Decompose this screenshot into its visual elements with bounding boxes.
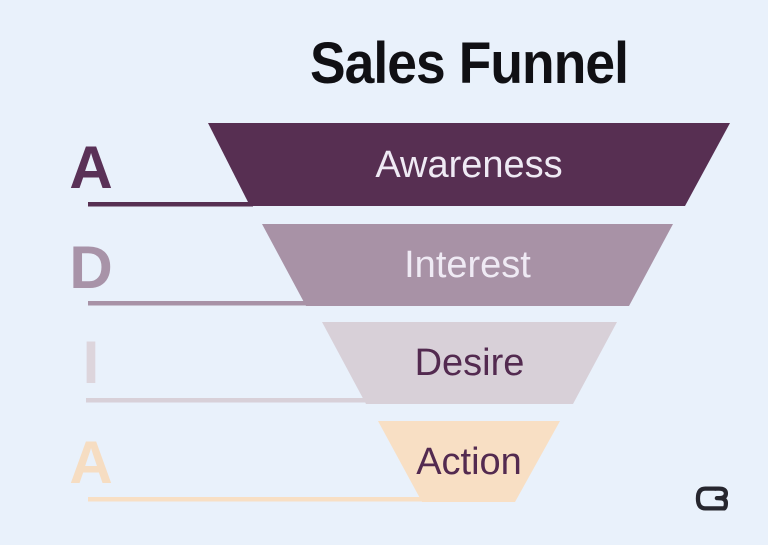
underline-desire bbox=[86, 398, 369, 403]
cb-logo-icon bbox=[695, 486, 729, 511]
band-label-awareness: Awareness bbox=[375, 143, 563, 186]
stage-letter-a-awareness: A bbox=[69, 134, 113, 201]
underline-action bbox=[88, 497, 425, 502]
stage-letter-d-interest: D bbox=[69, 234, 113, 301]
funnel-band-interest bbox=[262, 224, 673, 306]
underline-awareness bbox=[88, 202, 253, 207]
stage-letter-a-action: A bbox=[69, 429, 113, 496]
band-label-action: Action bbox=[416, 440, 522, 483]
band-label-interest: Interest bbox=[404, 244, 531, 286]
band-label-desire: Desire bbox=[414, 342, 525, 384]
funnel-band-action bbox=[378, 421, 560, 502]
funnel-band-desire bbox=[322, 322, 617, 404]
funnel-band-awareness bbox=[208, 123, 730, 206]
underline-interest bbox=[88, 301, 309, 306]
page-title: Sales Funnel bbox=[309, 31, 629, 96]
stage-letter-i-desire: I bbox=[82, 329, 100, 396]
